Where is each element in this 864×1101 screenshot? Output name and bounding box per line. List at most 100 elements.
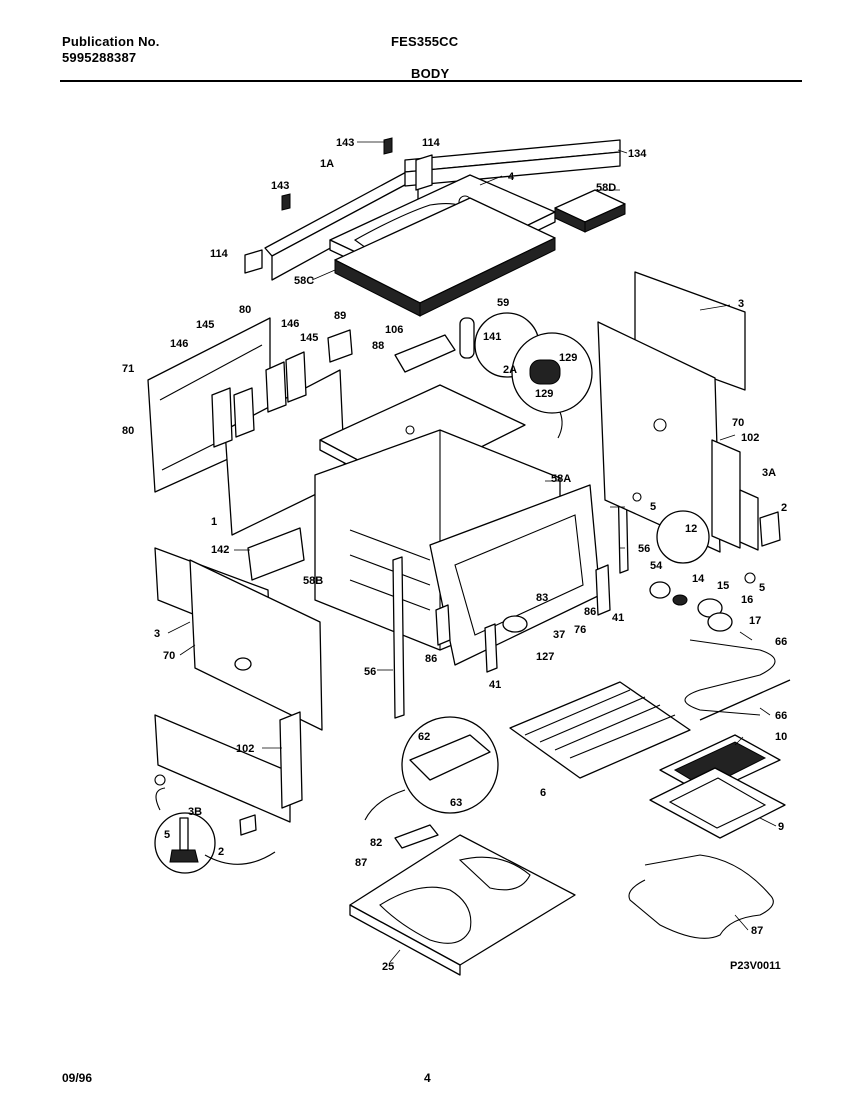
callout: 54 — [650, 560, 663, 572]
rear-top-panel — [264, 139, 621, 281]
broil-element-66 — [684, 639, 776, 716]
diagram-code: P23V0011 — [730, 960, 781, 972]
callout: 141 — [483, 331, 501, 343]
callout: 143 — [336, 137, 354, 149]
kick-panel — [154, 711, 303, 823]
callout: 89 — [334, 310, 346, 322]
callout: 58D — [596, 182, 616, 194]
callout: 15 — [717, 580, 729, 592]
callout: 86 — [584, 606, 596, 618]
clip-2-bottom — [239, 814, 257, 836]
arrow-clip — [204, 851, 276, 865]
callout: 58A — [551, 473, 571, 485]
callout: 3 — [154, 628, 160, 640]
leveler-5 — [744, 572, 756, 584]
callout: 2A — [503, 364, 517, 376]
callout: 17 — [749, 615, 761, 627]
callout: 5 — [164, 829, 170, 841]
strip-56 — [392, 556, 405, 719]
callout: 59 — [497, 297, 509, 309]
section-title: BODY — [411, 66, 450, 81]
light-socket — [529, 359, 561, 385]
callout: 80 — [239, 304, 251, 316]
insulation-58c — [334, 197, 556, 317]
callout: 41 — [489, 679, 501, 691]
callout: 5 — [759, 582, 765, 594]
rear-panel-left — [154, 547, 323, 731]
callout: 3 — [738, 298, 744, 310]
header-rule — [60, 80, 802, 82]
callout: 16 — [741, 594, 753, 606]
callout: 1A — [320, 158, 334, 170]
bracket-41 — [484, 623, 498, 673]
callout: 2 — [781, 502, 787, 514]
callout: 145 — [196, 319, 214, 331]
callout: 12 — [685, 523, 697, 535]
arrow-terminal — [364, 789, 406, 821]
callout: 66 — [775, 710, 787, 722]
callout-labels: 143 114 134 1A 143 4 58D 114 58C 3 59 80… — [122, 137, 787, 973]
callout: 88 — [372, 340, 384, 352]
page-number: 4 — [424, 1071, 431, 1085]
callout: 129 — [559, 352, 577, 364]
callout: 76 — [574, 624, 586, 636]
callout: 114 — [210, 248, 229, 260]
callout: 127 — [536, 651, 554, 663]
callout: 142 — [211, 544, 229, 556]
oven-bottom — [349, 834, 576, 976]
callout: 56 — [638, 543, 650, 555]
hinge-86-right — [595, 564, 611, 616]
bracket-3a — [739, 489, 759, 551]
clip-2-right — [759, 511, 781, 547]
callout: 87 — [355, 857, 367, 869]
publication-number: 5995288387 — [62, 50, 137, 65]
leader-lines — [167, 141, 777, 963]
callout: 129 — [535, 388, 553, 400]
bulb-16 — [707, 612, 733, 632]
clip-143-left — [281, 193, 291, 211]
callout: 70 — [163, 650, 175, 662]
oven-rack — [509, 681, 691, 779]
sensor-59 — [459, 317, 475, 359]
callout: 3B — [188, 806, 202, 818]
callout: 143 — [271, 180, 289, 192]
lamp-detail-circle — [656, 510, 710, 564]
callout: 106 — [385, 324, 403, 336]
leveler-screw — [179, 817, 189, 851]
bracket-89 — [327, 329, 353, 363]
rear-panel-right — [597, 271, 746, 553]
callout: 83 — [536, 592, 548, 604]
callout: 66 — [775, 636, 787, 648]
insulation-blocks — [211, 351, 307, 448]
gasket-14 — [672, 594, 688, 606]
callout: 10 — [775, 731, 787, 743]
callout: 134 — [628, 148, 647, 160]
publication-label: Publication No. — [62, 34, 160, 49]
callout: 146 — [281, 318, 299, 330]
callout: 102 — [741, 432, 759, 444]
callout: 87 — [751, 925, 763, 937]
callout: 14 — [692, 573, 705, 585]
callout: 4 — [508, 171, 515, 183]
model-number: FES355CC — [391, 34, 459, 49]
block-82 — [394, 824, 439, 849]
hinge-86-left — [435, 604, 451, 646]
element-rod-66 — [699, 679, 791, 721]
callout: 41 — [612, 612, 624, 624]
callout: 62 — [418, 731, 430, 743]
callout: 25 — [382, 961, 394, 973]
callout: 80 — [122, 425, 134, 437]
callout: 1 — [211, 516, 217, 528]
terminal-block-106 — [394, 334, 456, 373]
terminal-block-62 — [409, 734, 491, 781]
insulation-58d — [554, 189, 626, 233]
callout: 114 — [422, 137, 441, 149]
thermostat-127 — [502, 615, 528, 633]
callout: 9 — [778, 821, 784, 833]
callout: 58C — [294, 275, 314, 287]
callout: 5 — [650, 501, 656, 513]
callout: 70 — [732, 417, 744, 429]
detail-arrow — [557, 411, 563, 439]
leveler-foot — [169, 849, 199, 863]
footer-date: 09/96 — [62, 1071, 93, 1085]
